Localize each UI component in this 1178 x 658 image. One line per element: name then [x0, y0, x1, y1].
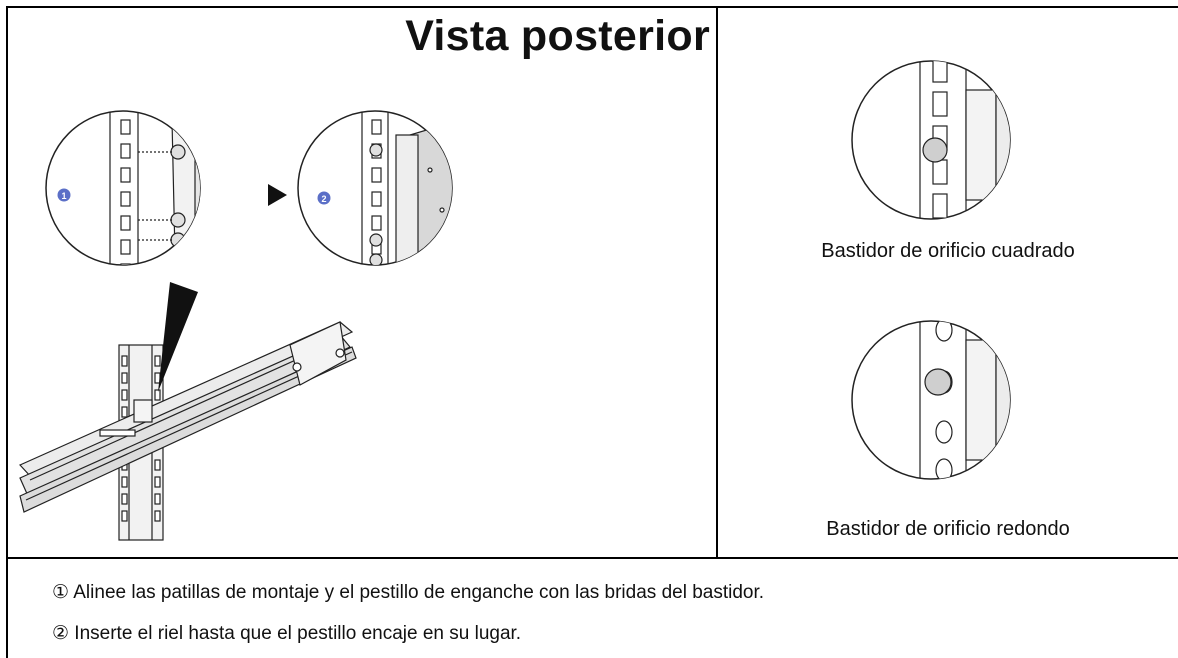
- square-hole-caption: Bastidor de orificio cuadrado: [821, 240, 1075, 262]
- next-arrow-icon: [268, 184, 287, 206]
- callout-2-badge: [317, 191, 331, 205]
- step-1-text: ① Alinee las patillas de montaje y el pe…: [52, 582, 765, 603]
- rail-assembly-illustration: [18, 282, 357, 541]
- callout-1-badge: [57, 188, 71, 202]
- page-title: Vista posterior: [405, 12, 710, 60]
- frame-left: [6, 6, 8, 658]
- frame-top: [6, 6, 1178, 8]
- round-hole-caption: Bastidor de orificio redondo: [826, 518, 1070, 540]
- zoom-step-1: 1: [45, 110, 201, 266]
- step-2-text: ② Inserte el riel hasta que el pestillo …: [52, 623, 522, 644]
- zoom-step-2: 2: [297, 110, 453, 266]
- callout-2-number: 2: [321, 194, 326, 204]
- rear-bracket: [289, 321, 347, 386]
- callout-1-number: 1: [61, 191, 66, 201]
- slide-rail: [18, 321, 354, 479]
- frame-bottom-divider: [6, 557, 1178, 559]
- square-hole-rack-illustration: [851, 60, 1011, 220]
- frame-middle-divider: [716, 6, 718, 558]
- round-hole-rack-illustration: [851, 320, 1011, 480]
